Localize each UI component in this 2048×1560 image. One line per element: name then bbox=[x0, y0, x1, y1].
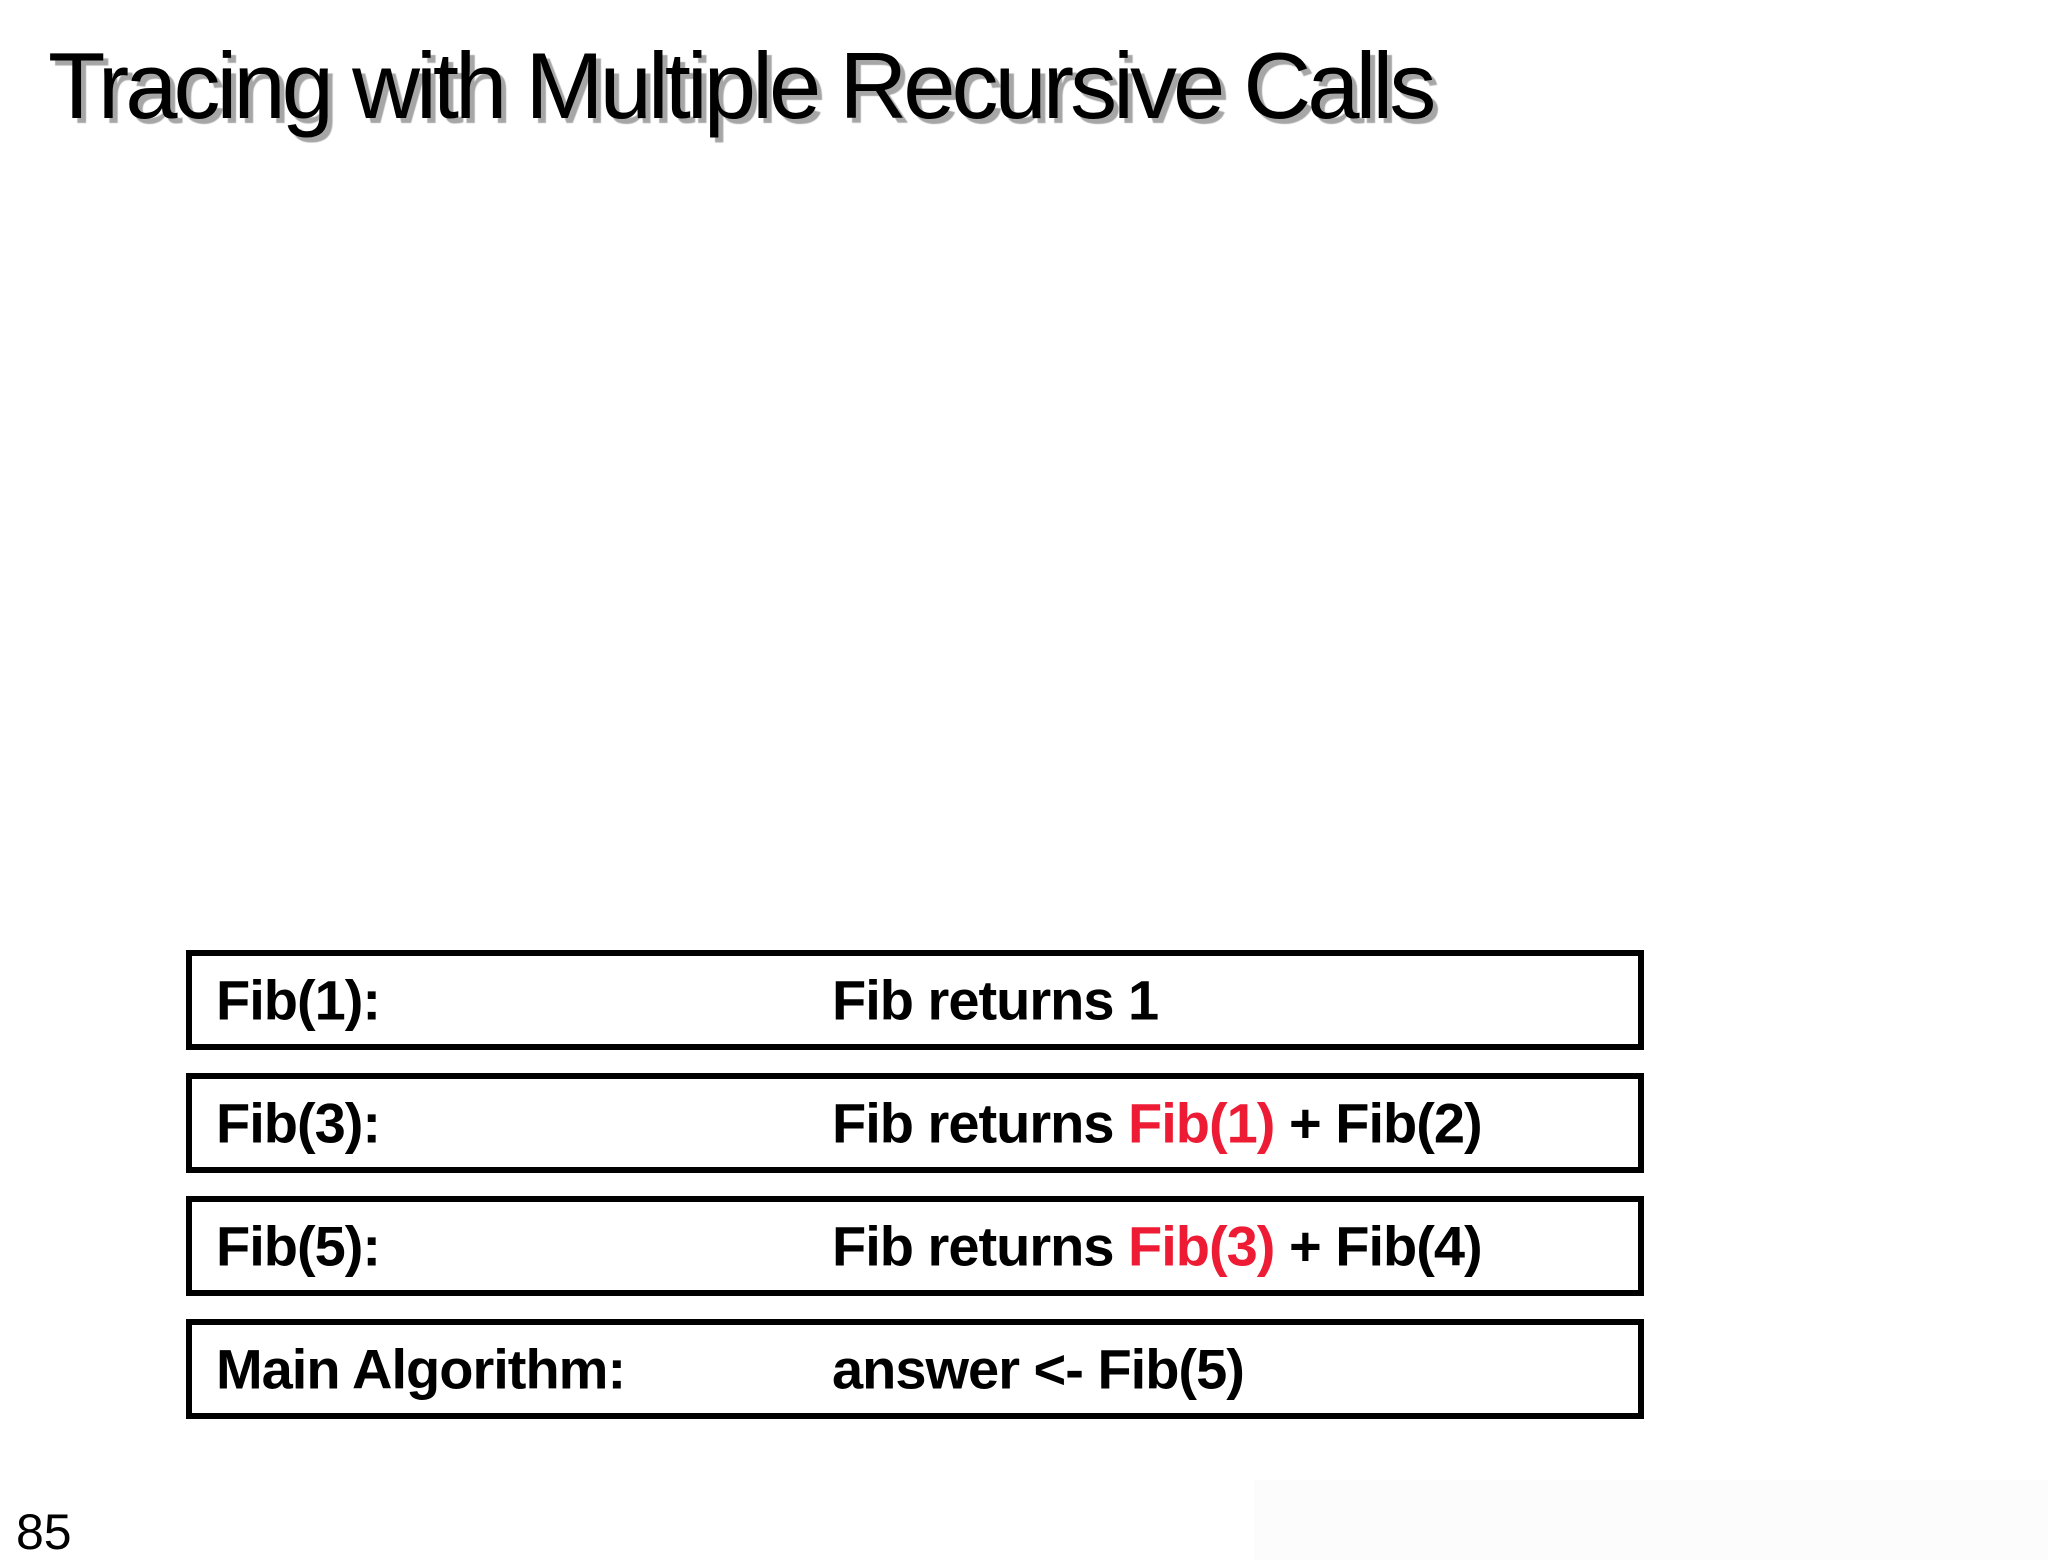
frame-value-prefix: Fib returns bbox=[832, 1214, 1129, 1278]
frame-value: Fib returns 1 bbox=[832, 968, 1159, 1033]
frame-label: Fib(3): bbox=[216, 1091, 381, 1155]
slide-page-number: 85 bbox=[16, 1504, 72, 1560]
frame-value-highlight: Fib(3) bbox=[1128, 1214, 1275, 1278]
frame-value-prefix: Fib returns 1 bbox=[832, 968, 1159, 1032]
frame-value: Fib returns Fib(3) + Fib(4) bbox=[832, 1214, 1483, 1279]
frame-value-prefix: Fib returns bbox=[832, 1091, 1129, 1155]
frame-value: answer <- Fib(5) bbox=[832, 1337, 1245, 1402]
frame-label: Fib(5): bbox=[216, 1214, 381, 1278]
frame-label: Main Algorithm: bbox=[216, 1337, 626, 1401]
call-frame-fib3: Fib(3): Fib returns Fib(1) + Fib(2) bbox=[186, 1073, 1644, 1173]
call-frame-fib5: Fib(5): Fib returns Fib(3) + Fib(4) bbox=[186, 1196, 1644, 1296]
frame-value-suffix: + Fib(4) bbox=[1274, 1214, 1483, 1278]
frame-value-highlight: Fib(1) bbox=[1128, 1091, 1275, 1155]
call-frame-main-algorithm: Main Algorithm: answer <- Fib(5) bbox=[186, 1319, 1644, 1419]
call-frame-fib1: Fib(1): Fib returns 1 bbox=[186, 950, 1644, 1050]
bottom-right-shade bbox=[1254, 1480, 2048, 1560]
frame-value-suffix: + Fib(2) bbox=[1274, 1091, 1483, 1155]
frame-label: Fib(1): bbox=[216, 968, 381, 1032]
frame-value-prefix: answer <- Fib(5) bbox=[832, 1337, 1245, 1401]
slide-title: Tracing with Multiple Recursive Calls bbox=[48, 33, 1436, 138]
frame-value: Fib returns Fib(1) + Fib(2) bbox=[832, 1091, 1483, 1156]
